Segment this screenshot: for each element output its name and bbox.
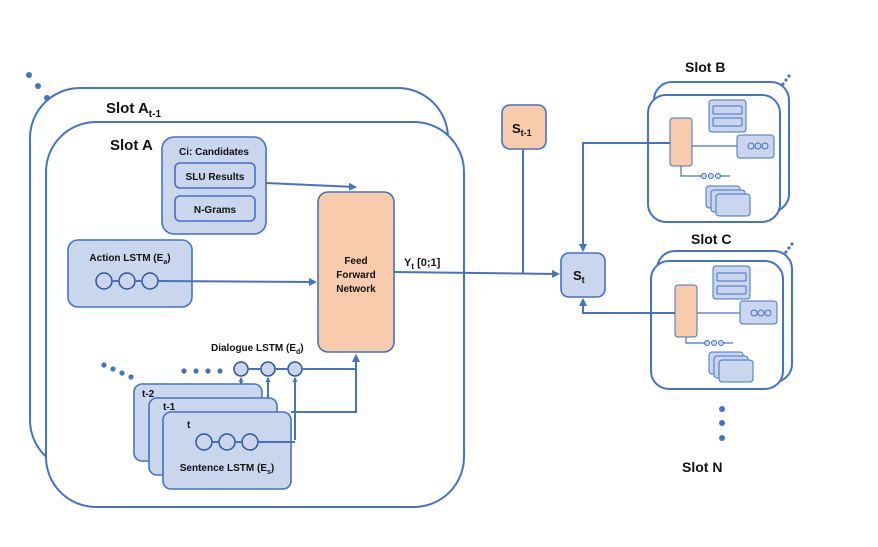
slu-results-label: SLU Results [186, 172, 245, 183]
slot-a-title: Slot A [110, 137, 153, 154]
output-label: Yt [0;1] [404, 257, 441, 271]
dialogue-lstm-label: Dialogue LSTM (Ed) [211, 343, 304, 356]
slu-results-box [174, 162, 256, 189]
ffn-label-3: Network [336, 284, 376, 295]
slot-c-dots-icon [784, 242, 794, 254]
lstm-cell-circle-icon [95, 272, 113, 290]
dialogue-ellipsis-dots-icon [101, 362, 223, 380]
state-current-label: St [573, 268, 585, 285]
sentence-cell-circle-icon [218, 433, 236, 451]
action-lstm-cells [95, 272, 159, 290]
slot-b-dots-icon [781, 74, 791, 86]
slot-a-prev-title: Slot At-1 [106, 100, 161, 120]
sentence-card-label-t-2: t-2 [142, 389, 155, 400]
sentence-lstm-label: Sentence LSTM (Es) [180, 463, 275, 476]
sentence-card-label-t-1: t-1 [163, 402, 176, 413]
sentence-cell-circle-icon [195, 433, 213, 451]
lstm-cell-circle-icon [118, 272, 136, 290]
slot-c-mini-diagram [674, 265, 778, 383]
slot-c-title: Slot C [691, 231, 731, 247]
ffn-label-2: Forward [336, 270, 375, 281]
dialogue-cell-circle-icon [287, 361, 303, 377]
dialogue-cell-circle-icon [260, 361, 276, 377]
ffn-label-1: Feed [344, 256, 367, 267]
slot-n-title: Slot N [682, 459, 722, 475]
ellipsis-dots-icon [26, 72, 50, 101]
slot-n-dots-icon [719, 406, 725, 441]
sentence-cell-circle-icon [241, 433, 259, 451]
candidates-title: Ci: Candidates [179, 147, 249, 158]
ngrams-label: N-Grams [194, 205, 237, 216]
action-lstm-label: Action LSTM (Ea) [89, 253, 170, 266]
sentence-card-label-t: t [187, 420, 191, 431]
ngrams-box [174, 195, 256, 222]
state-current-box [560, 252, 606, 298]
lstm-cell-circle-icon [141, 272, 159, 290]
slot-b-mini-diagram [669, 99, 775, 217]
dialogue-cell-circle-icon [233, 361, 249, 377]
slot-b-title: Slot B [685, 59, 725, 75]
state-prev-label: St-1 [512, 121, 532, 138]
state-prev-box [501, 104, 547, 150]
